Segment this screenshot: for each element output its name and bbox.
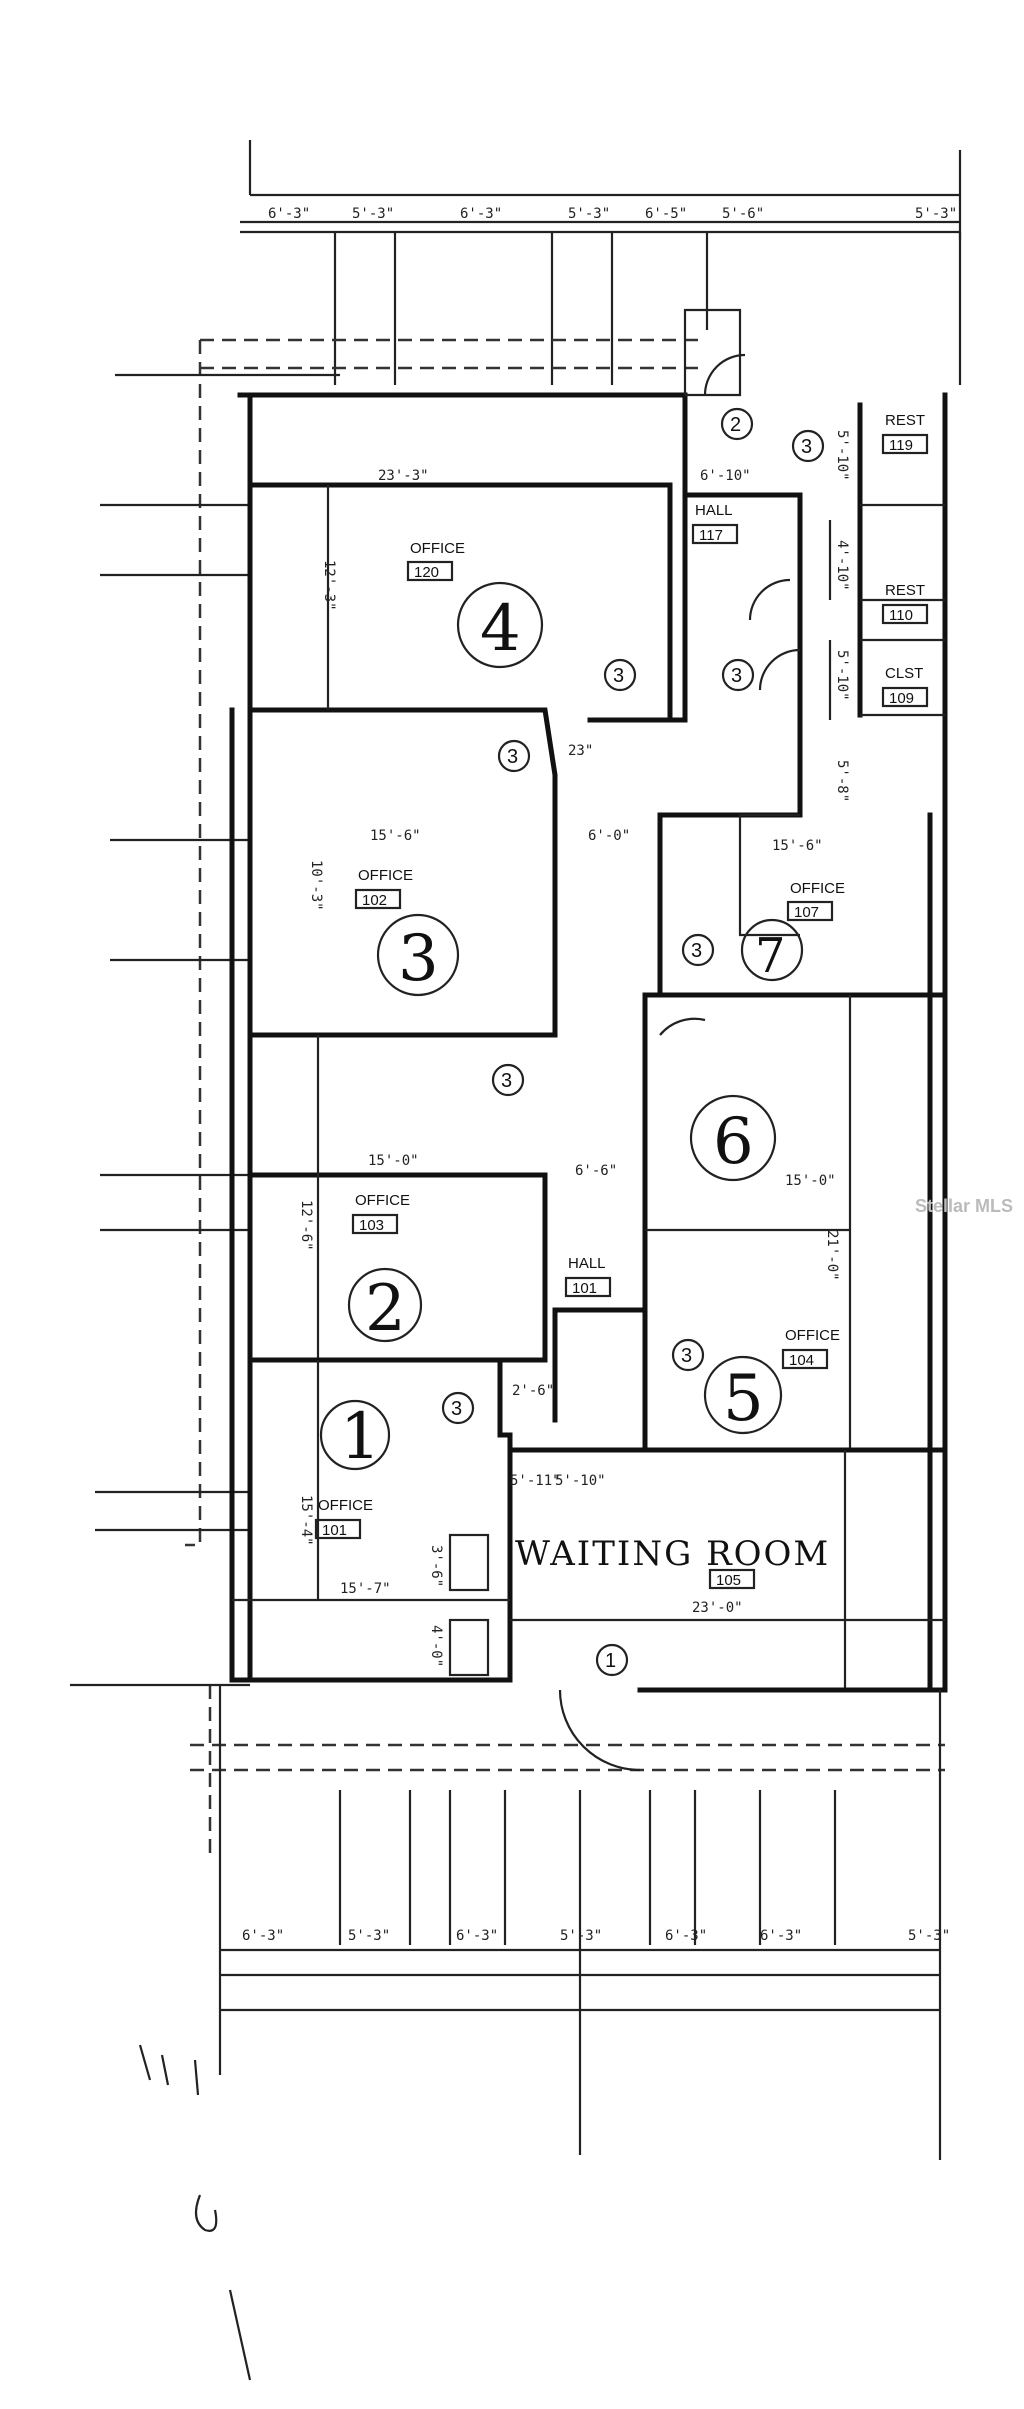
hall-top-label: HALL — [695, 502, 733, 519]
watermark: Stellar MLS — [915, 1196, 1013, 1216]
dim-office2-width: 15'-0" — [368, 1153, 419, 1169]
office5-mark: 5 — [723, 1362, 764, 1436]
dim-top-3: 6'-3" — [460, 206, 502, 222]
dim-bottom-7: 5'-3" — [908, 1928, 950, 1944]
dim-office7-width: 15'-6" — [772, 838, 823, 854]
rest1-number: 119 — [889, 437, 913, 454]
closet-number: 109 — [889, 690, 914, 707]
hall-main-label: HALL — [568, 1255, 606, 1272]
hall-top-number: 117 — [699, 527, 723, 544]
dim-bottom-4: 5'-3" — [560, 1928, 602, 1944]
dim-bottom-5: 6'-3" — [665, 1928, 707, 1944]
office6-mark: 6 — [713, 1105, 754, 1179]
dim-corridor-a: 5'-11" — [510, 1473, 561, 1489]
office2-label: OFFICE — [355, 1192, 410, 1209]
dim-office3-height: 10'-3" — [308, 860, 324, 911]
office4-label: OFFICE — [410, 540, 465, 557]
dim-bottom-6: 6'-3" — [760, 1928, 802, 1944]
dim-top-6: 5'-6" — [722, 206, 764, 222]
dim-office1-width: 15'-7" — [340, 1581, 391, 1597]
waiting-room-label: WAITING ROOM — [515, 1534, 830, 1574]
exterior-ticks — [70, 373, 340, 1687]
office2-mark: 2 — [365, 1272, 406, 1346]
dim-bottom-2: 5'-3" — [348, 1928, 390, 1944]
building-walls — [229, 308, 948, 1772]
door-tag-3c: 3 — [731, 665, 742, 687]
dim-top-1: 6'-3" — [268, 206, 310, 222]
office5-number: 104 — [789, 1352, 814, 1369]
property-lines — [185, 338, 945, 1860]
office1-mark: 1 — [340, 1400, 381, 1474]
dim-top-4: 5'-3" — [568, 206, 610, 222]
dim-office3-width: 15'-6" — [370, 828, 421, 844]
dim-office6-width: 15'-0" — [785, 1173, 836, 1189]
dim-right-c: 5'-10" — [834, 650, 850, 701]
door-tag-3b: 3 — [613, 665, 624, 687]
office7-number: 107 — [794, 904, 819, 921]
office3-number: 102 — [362, 892, 387, 909]
dim-top-5: 6'-5" — [645, 206, 687, 222]
dim-hall-b: 6'-6" — [575, 1163, 617, 1179]
dim-corridor-b: 5'-10" — [555, 1473, 606, 1489]
closet-label: CLST — [885, 665, 923, 682]
hall-main-number: 101 — [572, 1280, 597, 1297]
office1-label: OFFICE — [318, 1497, 373, 1514]
bottom-dimension-strip: 6'-3" 5'-3" 6'-3" 5'-3" 6'-3" 6'-3" 5'-3… — [218, 1685, 950, 2160]
office3-mark: 3 — [398, 922, 439, 996]
door-tag-3d: 3 — [507, 746, 518, 768]
dim-small-a: 4'-0" — [428, 1625, 444, 1667]
rest1-label: REST — [885, 412, 925, 429]
office1-number: 101 — [322, 1522, 347, 1539]
dim-short-b: 3'-6" — [428, 1545, 444, 1587]
office7-mark: 7 — [755, 928, 786, 984]
door-tag-3g: 3 — [681, 1345, 692, 1367]
rest2-number: 110 — [889, 607, 913, 624]
room-labels: OFFICE 120 OFFICE 102 OFFICE 103 OFFICE … — [314, 412, 929, 1590]
dim-bottom-3: 6'-3" — [456, 1928, 498, 1944]
door-tag-1: 1 — [605, 1650, 616, 1672]
scribble-marks — [138, 2044, 252, 2381]
office4-mark: 4 — [480, 592, 521, 666]
dim-hall-a: 6'-0" — [588, 828, 630, 844]
door-tag-3e: 3 — [691, 940, 702, 962]
dim-office6-height: 21'-0" — [824, 1230, 840, 1281]
dim-right-b: 4'-10" — [834, 540, 850, 591]
rest2-label: REST — [885, 582, 925, 599]
dim-office2-height: 12'-6" — [298, 1200, 314, 1251]
office7-label: OFFICE — [790, 880, 845, 897]
dim-top-7: 5'-3" — [915, 206, 957, 222]
dim-top-2: 5'-3" — [352, 206, 394, 222]
dim-waiting-width: 23'-0" — [692, 1600, 743, 1616]
office-marks: 4 3 2 1 6 5 7 — [319, 581, 804, 1474]
dim-office1-height: 15'-4" — [298, 1495, 314, 1546]
dim-bottom-1: 6'-3" — [242, 1928, 284, 1944]
dim-office4-height: 12'-3" — [321, 560, 337, 611]
door-tag-2: 2 — [730, 414, 741, 436]
dim-right-a: 5'-10" — [834, 430, 850, 481]
dim-short-a: 2'-6" — [512, 1383, 554, 1399]
door-tag-3a: 3 — [801, 436, 812, 458]
dim-right-d: 5'-8" — [834, 760, 850, 802]
office4-number: 120 — [414, 564, 439, 581]
door-tag-3h: 3 — [451, 1398, 462, 1420]
dim-office4-width: 23'-3" — [378, 468, 429, 484]
office2-number: 103 — [359, 1217, 384, 1234]
room-dimensions: 23'-3" 12'-3" 23" 15'-6" 10'-3" 6'-0" 15… — [298, 430, 850, 1667]
dim-hall-top: 6'-10" — [700, 468, 751, 484]
top-dimension-strip: 6'-3" 5'-3" 6'-3" 5'-3" 6'-5" 5'-6" 5'-3… — [240, 140, 962, 385]
office3-label: OFFICE — [358, 867, 413, 884]
waiting-room-number: 105 — [716, 1572, 741, 1589]
door-tags: 2 3 3 3 3 3 3 3 3 1 — [441, 407, 825, 1677]
office5-label: OFFICE — [785, 1327, 840, 1344]
door-tag-3f: 3 — [501, 1070, 512, 1092]
dim-stub: 23" — [568, 743, 593, 759]
